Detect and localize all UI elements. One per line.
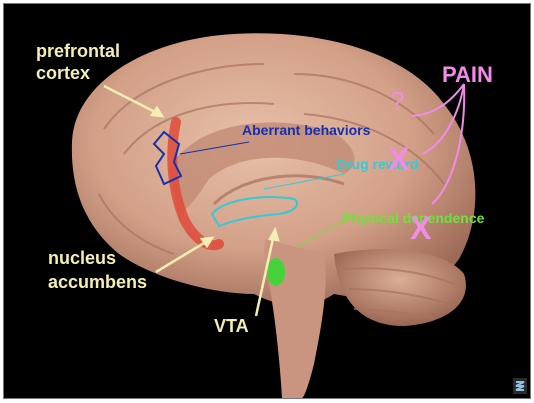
aberrant-behaviors-label: Aberrant behaviors — [242, 122, 370, 138]
nucleus-accumbens-label: nucleus accumbens — [48, 246, 147, 294]
prefrontal-line2: cortex — [36, 62, 120, 84]
cerebellum — [334, 249, 466, 326]
vta-label: VTA — [214, 316, 249, 337]
drug-reward-x-mark: X — [388, 141, 409, 178]
pain-label: PAIN — [442, 62, 493, 88]
question-mark: ? — [390, 86, 404, 117]
physical-dependence-x-mark: X — [410, 210, 431, 247]
slide-nav-icon[interactable] — [513, 378, 527, 394]
slide: prefrontal cortex nucleus accumbens VTA … — [3, 3, 531, 399]
prefrontal-cortex-label: prefrontal cortex — [36, 40, 120, 84]
prefrontal-line1: prefrontal — [36, 40, 120, 62]
vta-marker — [267, 258, 285, 286]
nucleus-line1: nucleus — [48, 246, 147, 270]
nucleus-line2: accumbens — [48, 270, 147, 294]
